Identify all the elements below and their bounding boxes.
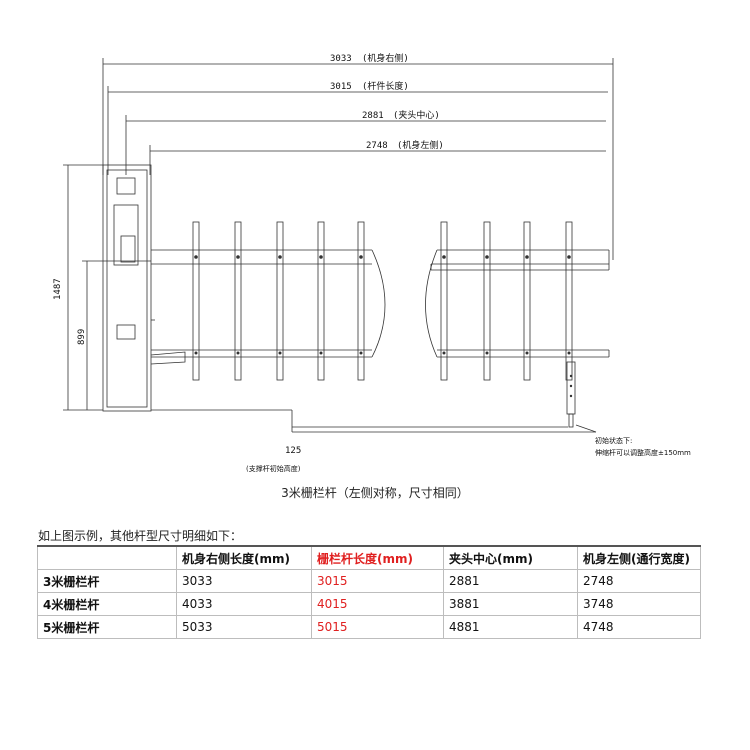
cell-clamp-center: 3881 — [443, 592, 578, 616]
note-initial-state: 初始状态下: — [595, 436, 632, 445]
table-row: 3米栅栏杆 3033 3015 2881 2748 — [37, 569, 701, 593]
cell-bar-length: 4015 — [311, 592, 444, 616]
row-name: 4米栅栏杆 — [37, 592, 177, 616]
cell-clamp-center: 2881 — [443, 569, 578, 593]
spec-table: 机身右侧长度(mm) 栅栏杆长度(mm) 夹头中心(mm) 机身左侧(通行宽度)… — [37, 545, 701, 639]
cell-right-length: 5033 — [176, 615, 312, 639]
height-total-value: 1487 — [53, 278, 63, 300]
cell-left-width: 2748 — [577, 569, 701, 593]
table-header-row: 机身右侧长度(mm) 栅栏杆长度(mm) 夹头中心(mm) 机身左侧(通行宽度) — [37, 545, 701, 570]
barrier-gate-drawing: 3033 (机身右侧) 3015 (杆件长度) 2881 (夹头中心) 2748… — [53, 52, 691, 473]
header-clamp-center: 夹头中心(mm) — [443, 545, 578, 570]
cell-clamp-center: 4881 — [443, 615, 578, 639]
row-name: 5米栅栏杆 — [37, 615, 177, 639]
header-bar-length: 栅栏杆长度(mm) — [311, 545, 444, 570]
table-row: 4米栅栏杆 4033 4015 3881 3748 — [37, 592, 701, 616]
support-height-value: 125 — [285, 446, 301, 456]
note-adjust-range: 伸缩杆可以调整高度±150mm — [595, 448, 691, 457]
header-blank — [37, 545, 177, 570]
dim-3015-value: 3015 — [330, 82, 352, 92]
cell-right-length: 4033 — [176, 592, 312, 616]
header-left-width: 机身左侧(通行宽度) — [577, 545, 701, 570]
dim-3033-value: 3033 — [330, 54, 352, 64]
dim-3015-label: (杆件长度) — [362, 80, 409, 92]
table-intro: 如上图示例，其他杆型尺寸明细如下： — [38, 529, 243, 543]
row-name: 3米栅栏杆 — [37, 569, 177, 593]
support-height-label: (支撑杆初始高度) — [246, 464, 301, 473]
dim-2748-value: 2748 — [366, 141, 388, 151]
dim-3033-label: (机身右侧) — [362, 52, 409, 64]
cell-bar-length: 3015 — [311, 569, 444, 593]
cell-right-length: 3033 — [176, 569, 312, 593]
header-right-length: 机身右侧长度(mm) — [176, 545, 312, 570]
dim-2881-label: (夹头中心) — [393, 109, 440, 121]
height-arm-value: 899 — [77, 329, 87, 345]
cell-left-width: 3748 — [577, 592, 701, 616]
dim-2748-label: (机身左侧) — [397, 139, 444, 151]
cell-bar-length: 5015 — [311, 615, 444, 639]
figure-caption: 3米栅栏杆（左侧对称，尺寸相同） — [281, 486, 469, 500]
cell-left-width: 4748 — [577, 615, 701, 639]
table-row: 5米栅栏杆 5033 5015 4881 4748 — [37, 615, 701, 639]
dim-2881-value: 2881 — [362, 111, 384, 121]
